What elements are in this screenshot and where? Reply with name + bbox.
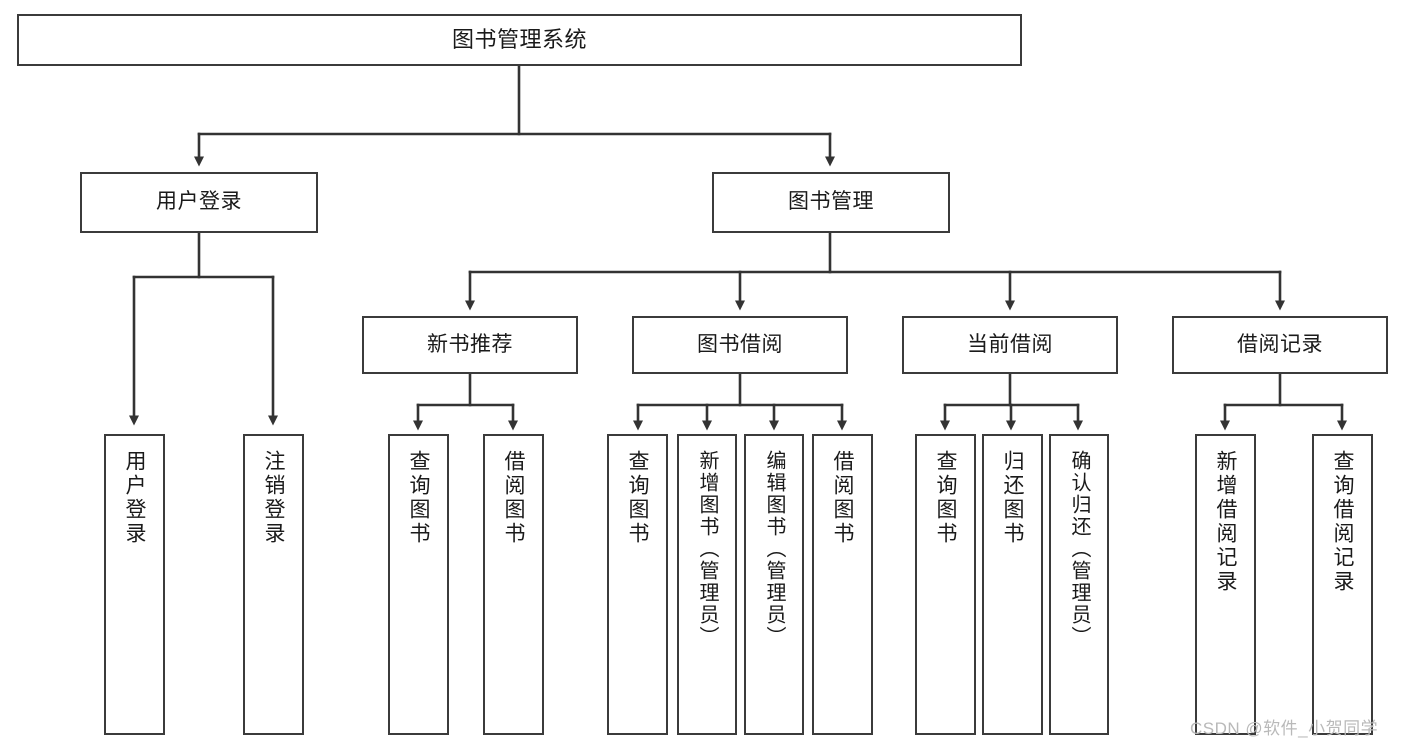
node-book-borrow-label: 图书借阅 — [697, 332, 783, 356]
csdn-watermark: CSDN @软件_小贺同学 — [1190, 719, 1379, 738]
node-root-label: 图书管理系统 — [451, 27, 587, 53]
node-user-login[interactable]: 用户登录 — [80, 172, 318, 233]
leaf-add-book-label: 新增图书（管理员） — [696, 450, 718, 648]
leaf-borrow-book-1[interactable]: 借阅图书 — [483, 434, 544, 735]
leaf-query-record-label: 查询借阅记录 — [1331, 450, 1354, 594]
leaf-query-book-3[interactable]: 查询图书 — [915, 434, 976, 735]
leaf-user-logout[interactable]: 注销登录 — [243, 434, 304, 735]
leaf-add-record-label: 新增借阅记录 — [1214, 450, 1237, 594]
leaf-query-book-1[interactable]: 查询图书 — [388, 434, 449, 735]
leaf-user-logout-label: 注销登录 — [262, 450, 285, 546]
leaf-query-book-2-label: 查询图书 — [626, 450, 649, 546]
leaf-query-record[interactable]: 查询借阅记录 — [1312, 434, 1373, 735]
leaf-return-book[interactable]: 归还图书 — [982, 434, 1043, 735]
leaf-confirm-return-label: 确认归还（管理员） — [1068, 450, 1090, 648]
leaf-borrow-book-1-label: 借阅图书 — [502, 450, 525, 546]
leaf-borrow-book-2[interactable]: 借阅图书 — [812, 434, 873, 735]
node-current-borrow[interactable]: 当前借阅 — [902, 316, 1118, 374]
node-book-manage[interactable]: 图书管理 — [712, 172, 950, 233]
leaf-user-login-label: 用户登录 — [123, 450, 146, 546]
leaf-query-book-1-label: 查询图书 — [407, 450, 430, 546]
leaf-edit-book[interactable]: 编辑图书（管理员） — [744, 434, 804, 735]
leaf-edit-book-label: 编辑图书（管理员） — [763, 450, 785, 648]
node-book-manage-label: 图书管理 — [788, 190, 874, 214]
leaf-borrow-book-2-label: 借阅图书 — [831, 450, 854, 546]
leaf-add-book[interactable]: 新增图书（管理员） — [677, 434, 737, 735]
leaf-user-login[interactable]: 用户登录 — [104, 434, 165, 735]
node-borrow-record[interactable]: 借阅记录 — [1172, 316, 1388, 374]
node-new-book-recommend-label: 新书推荐 — [427, 332, 513, 356]
node-root[interactable]: 图书管理系统 — [17, 14, 1022, 66]
node-user-login-label: 用户登录 — [156, 190, 242, 214]
node-book-borrow[interactable]: 图书借阅 — [632, 316, 848, 374]
leaf-query-book-2[interactable]: 查询图书 — [607, 434, 668, 735]
leaf-return-book-label: 归还图书 — [1001, 450, 1024, 546]
leaf-confirm-return[interactable]: 确认归还（管理员） — [1049, 434, 1109, 735]
node-current-borrow-label: 当前借阅 — [967, 332, 1053, 356]
leaf-query-book-3-label: 查询图书 — [934, 450, 957, 546]
node-borrow-record-label: 借阅记录 — [1237, 332, 1323, 356]
node-new-book-recommend[interactable]: 新书推荐 — [362, 316, 578, 374]
leaf-add-record[interactable]: 新增借阅记录 — [1195, 434, 1256, 735]
